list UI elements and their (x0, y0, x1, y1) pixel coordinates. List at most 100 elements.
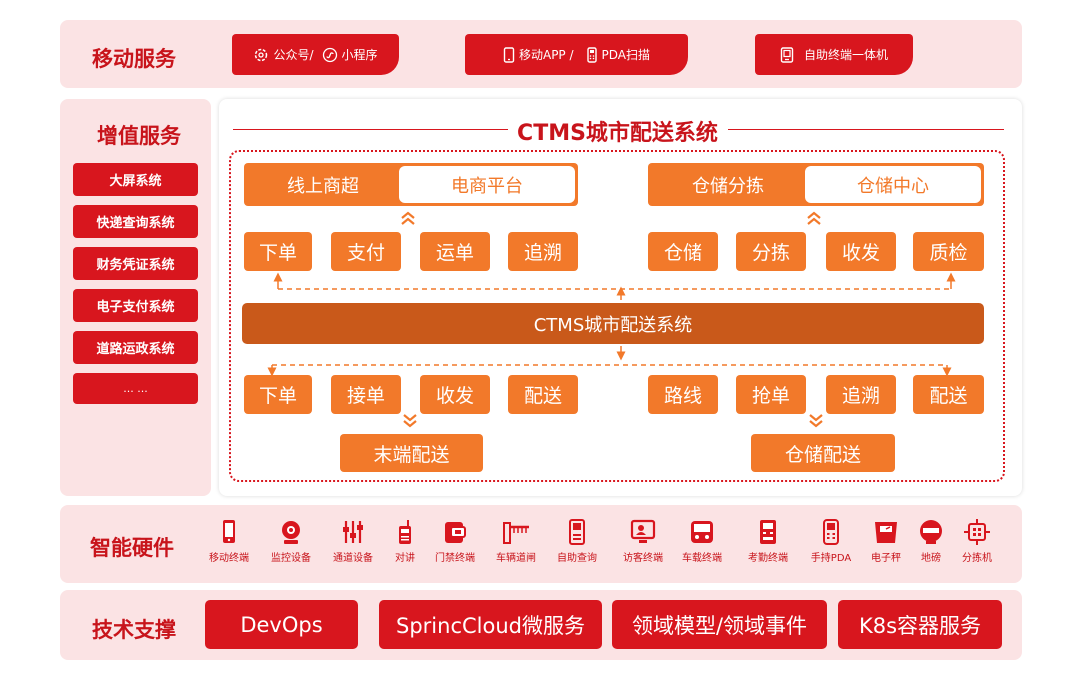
value-added-title: 增值服务 (97, 124, 181, 148)
pda-icon (823, 519, 839, 545)
ctms-core-bar[interactable]: CTMS城市配送系统 (242, 303, 984, 344)
gear-icon (253, 47, 269, 63)
hw-sorter[interactable]: 分拣机 (942, 519, 1012, 564)
ecommerce-platform-label: 电商平台 (399, 166, 575, 203)
row1-storage[interactable]: 仓储 (648, 232, 718, 271)
hw-barrier-gate[interactable]: 车辆道闸 (481, 519, 551, 564)
side-item-road-transport[interactable]: 道路运政系统 (73, 331, 198, 364)
hw-label: 监控设备 (271, 553, 311, 564)
warehouse-sorting-box[interactable]: 仓储分拣 仓储中心 (648, 163, 984, 206)
hw-visitor[interactable]: 访客终端 (608, 519, 678, 564)
hw-label: 车辆道闸 (496, 553, 536, 564)
title-line-right (728, 129, 1004, 130)
row1-order[interactable]: 下单 (244, 232, 312, 271)
row1-sorting[interactable]: 分拣 (736, 232, 806, 271)
barrier-gate-icon (503, 522, 529, 544)
mobile-tab-app[interactable]: 移动APP / PDA扫描 (465, 34, 688, 75)
chevron-up-icon (807, 211, 821, 225)
row1-waybill[interactable]: 运单 (420, 232, 490, 271)
hw-label: 地磅 (921, 553, 941, 564)
hw-label: 手持PDA (810, 553, 852, 564)
hw-label: 通道设备 (333, 553, 373, 564)
hw-label: 对讲 (395, 553, 415, 564)
side-item-e-payment[interactable]: 电子支付系统 (73, 289, 198, 322)
row1-trace[interactable]: 追溯 (508, 232, 578, 271)
hw-attendance[interactable]: 考勤终端 (733, 519, 803, 564)
tech-k8s[interactable]: K8s容器服务 (838, 600, 1002, 649)
mobile-tab-kiosk[interactable]: 自助终端一体机 (755, 34, 913, 75)
hw-label: 自助查询 (557, 553, 597, 564)
hw-label: 访客终端 (623, 553, 663, 564)
visitor-terminal-icon (630, 519, 656, 543)
last-mile-delivery[interactable]: 末端配送 (340, 434, 483, 472)
hw-vehicle[interactable]: 车载终端 (667, 519, 737, 564)
mobile-terminal-icon (223, 520, 235, 543)
weighbridge-icon (920, 520, 942, 544)
hw-scale[interactable]: 电子秤 (851, 519, 921, 564)
row2-order[interactable]: 下单 (244, 375, 312, 414)
hw-label: 电子秤 (871, 553, 901, 564)
ctms-title: CTMS城市配送系统 (517, 121, 718, 146)
row2-receive-send[interactable]: 收发 (420, 375, 490, 414)
kiosk-icon (569, 519, 585, 545)
tech-devops[interactable]: DevOps (205, 600, 358, 649)
hw-weighbridge[interactable]: 地磅 (896, 519, 966, 564)
hw-label: 车载终端 (682, 553, 722, 564)
online-supermarket-box[interactable]: 线上商超 电商平台 (244, 163, 578, 206)
row2-delivery[interactable]: 配送 (508, 375, 578, 414)
hw-walkie-talkie[interactable]: 对讲 (370, 519, 440, 564)
phone-icon (503, 46, 515, 63)
title-line-left (233, 129, 508, 130)
camera-icon (282, 521, 300, 544)
mobile-services-title: 移动服务 (92, 47, 176, 71)
warehouse-sorting-label: 仓储分拣 (692, 175, 764, 197)
vehicle-terminal-icon (691, 521, 713, 543)
kiosk-label: 自助终端一体机 (803, 48, 888, 62)
hw-channel[interactable]: 通道设备 (318, 519, 388, 564)
hw-label: 门禁终端 (435, 553, 475, 564)
hw-label: 移动终端 (209, 553, 249, 564)
channel-gate-icon (343, 521, 363, 543)
chevron-down-icon (809, 414, 823, 428)
row1-payment[interactable]: 支付 (331, 232, 401, 271)
hw-label: 分拣机 (962, 553, 992, 564)
ctms-frame (229, 150, 1005, 482)
tech-domain-model[interactable]: 领域模型/领域事件 (612, 600, 827, 649)
scale-icon (875, 522, 897, 543)
attendance-icon (760, 520, 776, 544)
tech-title: 技术支撑 (92, 618, 176, 642)
access-control-icon (445, 522, 466, 543)
side-item-more[interactable]: ... ... (73, 373, 198, 404)
row2-accept-order[interactable]: 接单 (331, 375, 401, 414)
side-item-express-query[interactable]: 快递查询系统 (73, 205, 198, 238)
side-item-finance-voucher[interactable]: 财务凭证系统 (73, 247, 198, 280)
wechat-label: 公众号/ (273, 48, 314, 62)
hardware-band (60, 505, 1022, 583)
warehouse-delivery[interactable]: 仓储配送 (751, 434, 895, 472)
row2-route[interactable]: 路线 (648, 375, 718, 414)
chevron-down-icon (403, 414, 417, 428)
mini-program-icon (322, 47, 338, 63)
hw-mobile-terminal[interactable]: 移动终端 (194, 519, 264, 564)
row2-delivery-2[interactable]: 配送 (913, 375, 984, 414)
row1-quality-check[interactable]: 质检 (913, 232, 984, 271)
hw-label: 考勤终端 (748, 553, 788, 564)
hw-access-control[interactable]: 门禁终端 (420, 519, 490, 564)
tech-spring-cloud[interactable]: SprincCloud微服务 (379, 600, 602, 649)
mobile-tab-wechat[interactable]: 公众号/ 小程序 (232, 34, 399, 75)
hw-camera[interactable]: 监控设备 (256, 519, 326, 564)
row2-trace[interactable]: 追溯 (826, 375, 896, 414)
hw-pda[interactable]: 手持PDA (796, 519, 866, 564)
row1-receive-send[interactable]: 收发 (826, 232, 896, 271)
chevron-up-icon (401, 211, 415, 225)
mini-program-label: 小程序 (341, 48, 378, 62)
sorter-icon (964, 519, 990, 545)
side-item-big-screen[interactable]: 大屏系统 (73, 163, 198, 196)
walkie-talkie-icon (399, 520, 411, 544)
hw-kiosk[interactable]: 自助查询 (542, 519, 612, 564)
pda-scan-label: PDA扫描 (601, 48, 651, 62)
row2-grab-order[interactable]: 抢单 (736, 375, 806, 414)
hardware-title: 智能硬件 (90, 536, 174, 560)
kiosk-icon (780, 46, 794, 63)
